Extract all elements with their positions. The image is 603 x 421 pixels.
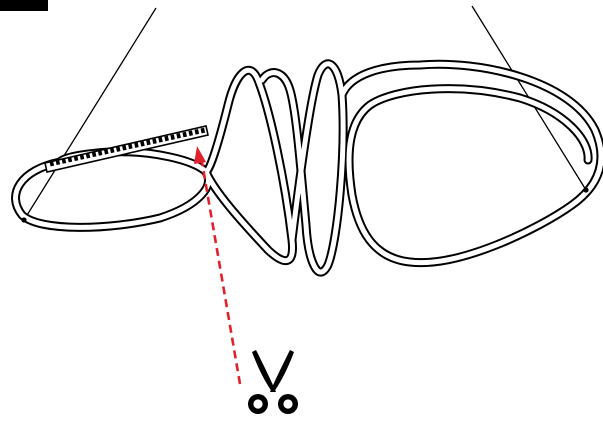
mount-point-left (21, 217, 26, 222)
suspension-wire-left (24, 8, 156, 220)
mount-point-right (583, 187, 588, 192)
strip-tube (16, 64, 602, 272)
scissors-icon (248, 350, 298, 414)
corner-tab (0, 0, 48, 11)
arrow-up-icon (194, 146, 240, 384)
